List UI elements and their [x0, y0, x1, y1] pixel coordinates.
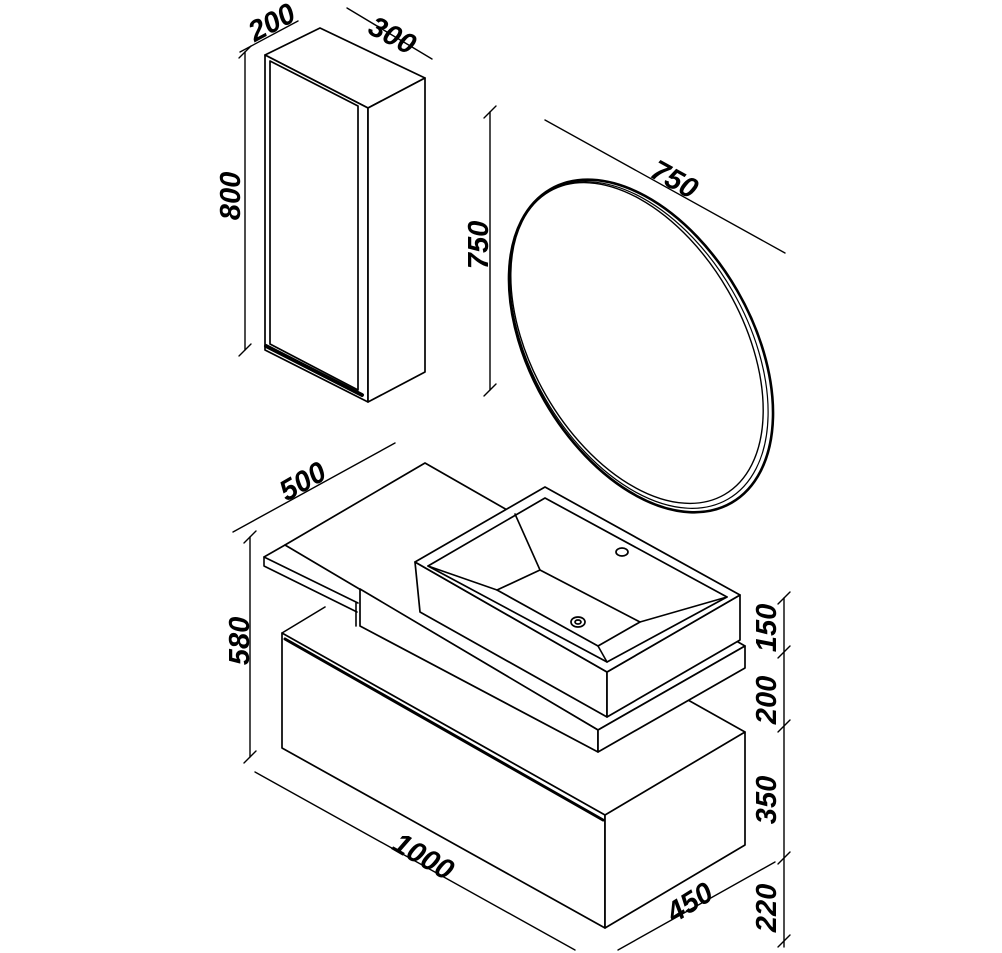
vanity-side-label: 150 — [751, 604, 783, 652]
dim-line-vanity-top-depth — [232, 442, 396, 533]
basin-inner-edge — [514, 513, 541, 571]
dim-line-mirror-width — [544, 119, 786, 254]
vessel-basin — [414, 486, 741, 718]
dim-line-vanity-width — [254, 771, 576, 951]
tap-hole — [615, 547, 629, 557]
mirror-height-label: 750 — [463, 221, 495, 269]
dim-line-cabinet-width — [346, 7, 433, 60]
dim-tick — [777, 934, 791, 948]
dim-tick — [777, 591, 791, 605]
vanity-side-label: 350 — [751, 776, 783, 824]
drawer-top-edge-right — [687, 699, 746, 733]
basin-inner-edge — [427, 565, 498, 591]
drain-hole-inner — [574, 619, 582, 625]
tall-cabinet — [264, 27, 426, 403]
cabinet-side-face — [367, 77, 426, 403]
dim-tick — [243, 530, 257, 544]
dim-tick — [238, 343, 252, 357]
cabinet-base-strip — [264, 344, 364, 397]
dim-tick — [777, 719, 791, 733]
cabinet-height-label: 800 — [215, 172, 247, 220]
towel-rail — [263, 544, 358, 613]
countertop-side-face — [597, 645, 746, 753]
basin-inner-edge — [597, 645, 608, 663]
vanity-height-label: 580 — [224, 617, 256, 665]
dim-line-vanity-depth — [617, 861, 776, 951]
dim-tick — [483, 105, 497, 119]
vanity-side-label: 200 — [751, 676, 783, 725]
cabinet-door — [269, 60, 359, 391]
dimension-lines — [232, 7, 791, 951]
dim-tick — [777, 851, 791, 865]
drawer-side-face — [604, 731, 746, 929]
mirror-outer-edge — [507, 178, 775, 514]
dim-tick — [243, 750, 257, 764]
dim-tick — [483, 383, 497, 397]
drawer-unit — [281, 606, 746, 929]
dim-tick — [777, 645, 791, 659]
basin-inner-edge — [639, 596, 728, 623]
drawer-top-edge-left — [281, 606, 326, 634]
vanity-side-label: 220 — [751, 884, 783, 933]
dim-tick — [238, 45, 252, 59]
towel-rail-inner — [263, 556, 359, 604]
drawer-handle-groove — [283, 637, 605, 822]
